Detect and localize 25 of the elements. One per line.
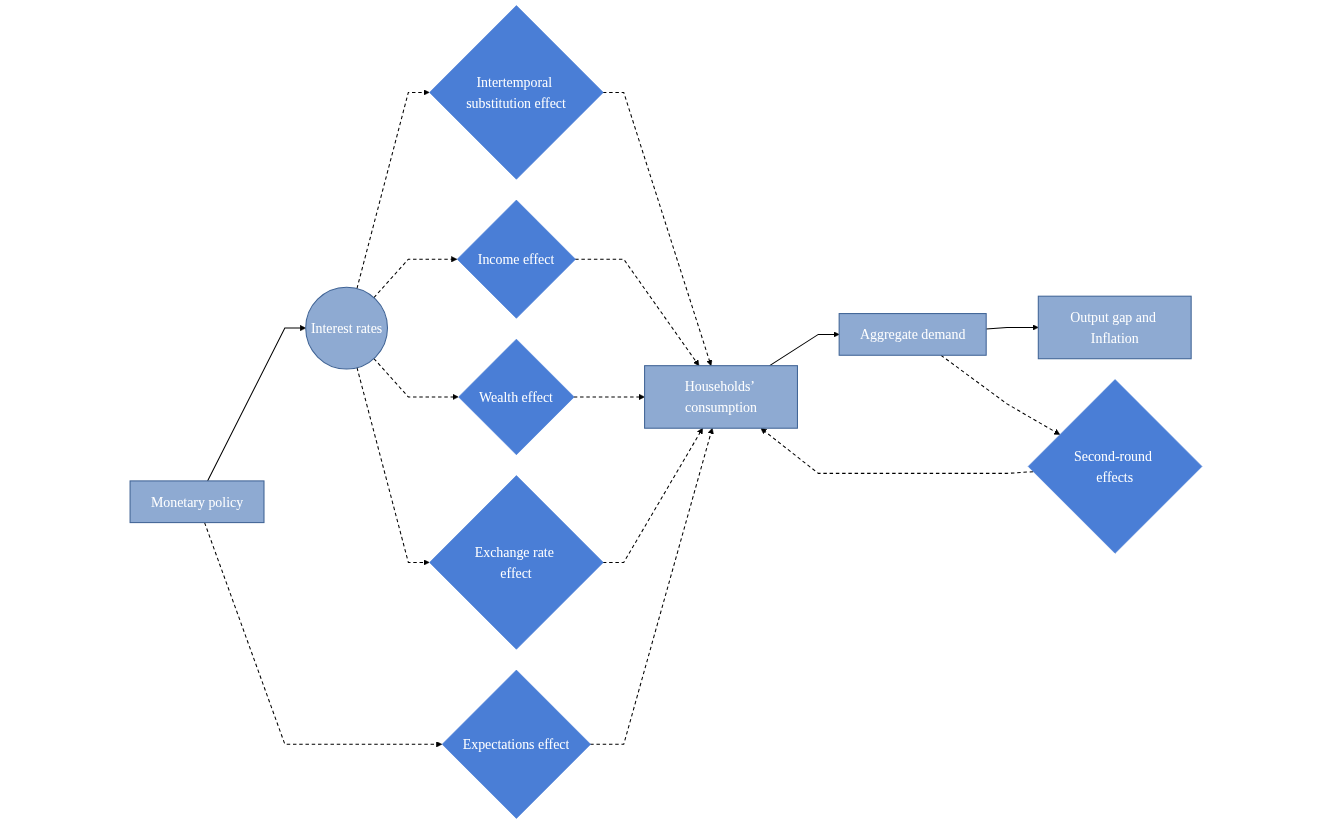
arrow bbox=[574, 258, 700, 366]
arrow bbox=[207, 325, 306, 482]
arrow bbox=[602, 427, 703, 563]
node-diamond: Income effect bbox=[456, 199, 576, 319]
node-box: Aggregate demand bbox=[838, 313, 987, 356]
node-diamond: Wealth effect bbox=[458, 338, 575, 456]
node-diamond: Intertemporal substitution effect bbox=[429, 5, 604, 180]
arrow bbox=[573, 393, 645, 400]
arrow bbox=[940, 354, 1061, 435]
arrow bbox=[204, 522, 443, 748]
arrow bbox=[602, 91, 713, 366]
node-diamond: Second-round effects bbox=[1027, 379, 1203, 554]
node-box: Monetary policy bbox=[129, 480, 265, 524]
arrow bbox=[356, 367, 430, 566]
node-circle: Interest rates bbox=[305, 286, 388, 370]
arrow bbox=[373, 358, 459, 400]
node-box: Output gap and Inflation bbox=[1037, 295, 1192, 360]
node-box: Households’ consumption bbox=[644, 365, 798, 429]
node-diamond: Expectations effect bbox=[441, 669, 591, 819]
arrow bbox=[760, 427, 1034, 474]
arrow bbox=[373, 256, 458, 299]
node-diamond: Exchange rate effect bbox=[429, 475, 604, 650]
arrow bbox=[356, 89, 430, 290]
arrow bbox=[769, 331, 840, 367]
arrow bbox=[589, 427, 714, 745]
